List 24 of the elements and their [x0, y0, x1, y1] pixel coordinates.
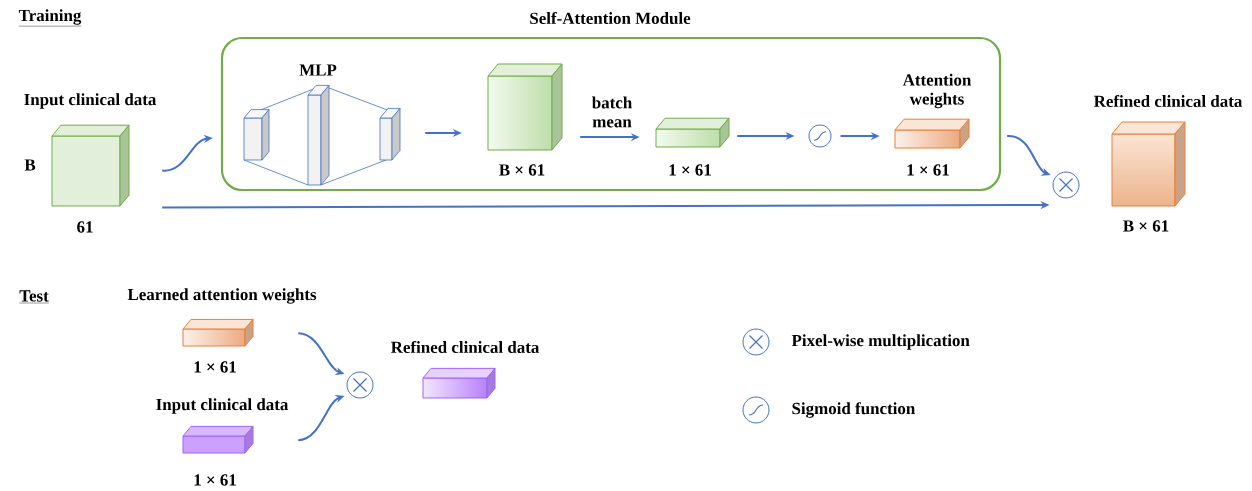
dimension-label: 1 × 61: [194, 361, 236, 373]
legend-label: Sigmoid function: [792, 402, 915, 418]
section-heading: Test: [19, 290, 49, 304]
dimension-label: B × 61: [499, 164, 545, 176]
edge-label: batch mean: [586, 95, 638, 129]
dimension-label: 1 × 61: [669, 164, 711, 176]
dimension-label: 1 × 61: [907, 164, 949, 176]
multiply-circle: [346, 371, 374, 399]
data-label: Input clinical data: [24, 93, 157, 109]
sigmoid-circle: [808, 124, 832, 148]
legend-label: Pixel-wise multiplication: [791, 334, 970, 350]
data-label: Refined clinical data: [391, 340, 540, 354]
data-label: Input clinical data: [156, 398, 289, 414]
section-heading: Training: [18, 9, 82, 27]
module-title: Self-Attention Module: [530, 11, 691, 25]
dimension-label: 1 × 61: [194, 474, 236, 486]
dimension-label: B × 61: [1123, 220, 1169, 232]
data-label: Attention weights: [902, 73, 972, 109]
data-label: Refined clinical data: [1093, 94, 1243, 108]
dimension-label: B: [24, 159, 36, 171]
multiply-circle: [1052, 171, 1080, 199]
dimension-label: 61: [77, 221, 93, 233]
data-label: Learned attention weights: [127, 288, 317, 304]
mlp-label: MLP: [299, 64, 337, 76]
